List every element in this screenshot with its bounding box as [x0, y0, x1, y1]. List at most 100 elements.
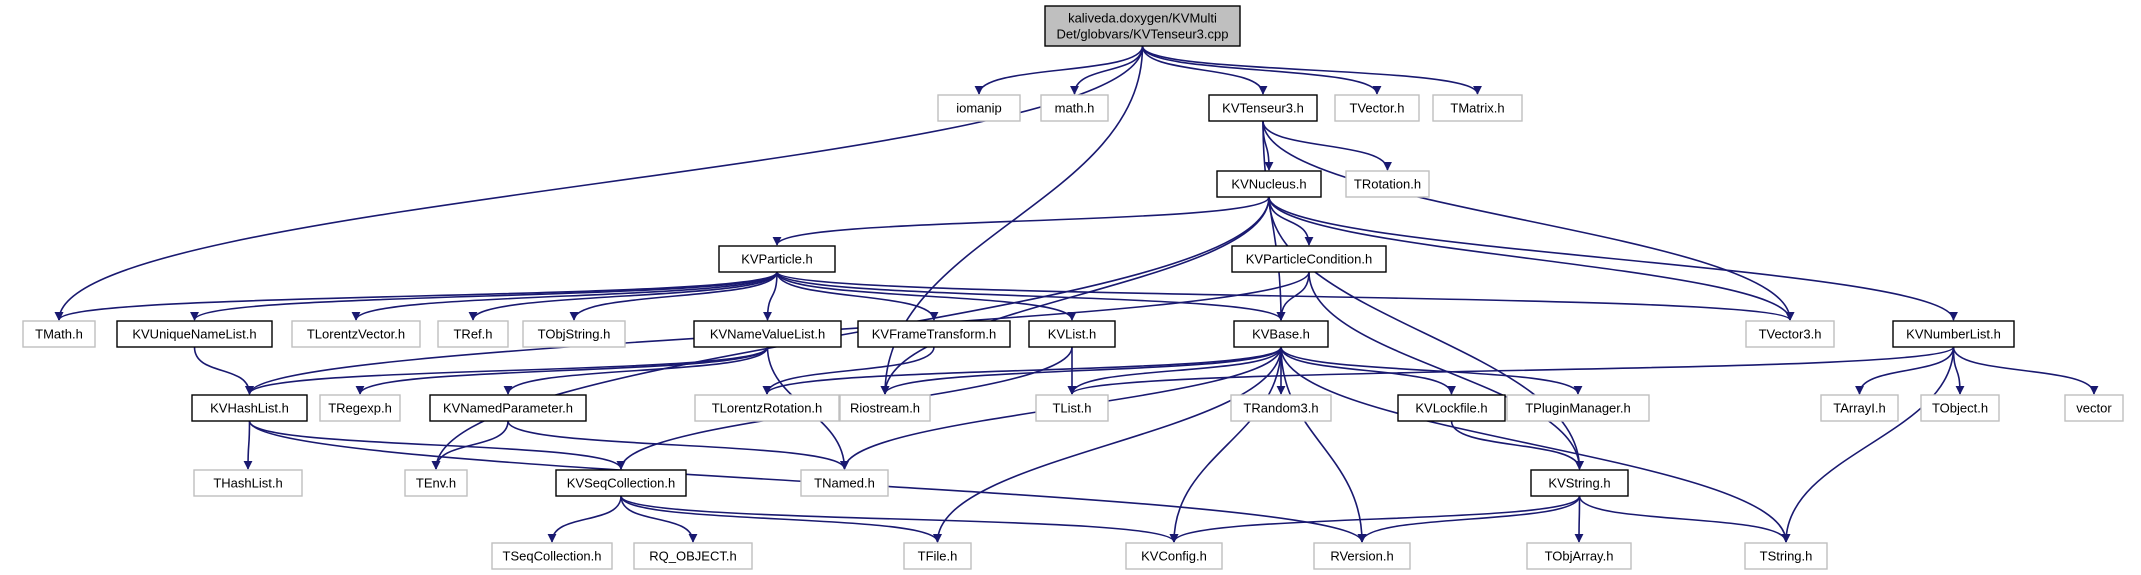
edge-kvparticlecondition-to-kvstring [1308, 271, 1584, 470]
node-trandom3[interactable]: TRandom3.h [1230, 394, 1332, 422]
node-box-rq_object [633, 542, 753, 570]
node-math[interactable]: math.h [1040, 94, 1109, 122]
edge-kvstring-to-tobjarray [1574, 495, 1584, 543]
edge-kvbase-to-kvconfig [1169, 346, 1282, 543]
edge-root-to-tvector [1141, 45, 1382, 95]
node-label: KVHashList.h [210, 401, 289, 416]
node-box-kvuniquenamelist [116, 320, 273, 348]
node-box-tref [437, 320, 509, 348]
edge-kvframetransform-to-tlorentzrotation [762, 346, 935, 395]
node-kvlist[interactable]: KVList.h [1028, 320, 1116, 348]
node-label: KVFrameTransform.h [872, 327, 997, 342]
node-label: KVConfig.h [1141, 549, 1207, 564]
edge-kvnamevaluelist-to-kvhashlist [245, 346, 769, 395]
node-box-root [1044, 5, 1241, 47]
node-root[interactable]: kaliveda.doxygen/KVMultiDet/globvars/KVT… [1044, 5, 1241, 47]
node-tvector3[interactable]: TVector3.h [1745, 320, 1835, 348]
node-kvframetransform[interactable]: KVFrameTransform.h [857, 320, 1011, 348]
node-tregexp[interactable]: TRegexp.h [319, 394, 401, 422]
node-tfile[interactable]: TFile.h [903, 542, 972, 570]
node-kvnamevaluelist[interactable]: KVNameValueList.h [693, 320, 842, 348]
node-kvbase[interactable]: KVBase.h [1233, 320, 1329, 348]
node-rversion[interactable]: RVersion.h [1313, 542, 1411, 570]
node-riostream[interactable]: Riostream.h [839, 394, 931, 422]
node-kvconfig[interactable]: KVConfig.h [1125, 542, 1223, 570]
edge-root-to-tmath [54, 45, 1144, 321]
node-tenv[interactable]: TEnv.h [404, 469, 468, 497]
node-label: TString.h [1760, 549, 1813, 564]
node-tobject[interactable]: TObject.h [1920, 394, 2000, 422]
node-box-riostream [839, 394, 931, 422]
node-kvuniquenamelist[interactable]: KVUniqueNameList.h [116, 320, 273, 348]
node-trotation[interactable]: TRotation.h [1345, 170, 1430, 198]
node-tref[interactable]: TRef.h [437, 320, 509, 348]
node-label: KVList.h [1048, 327, 1096, 342]
edge-kvstring-to-tstring [1578, 495, 1791, 543]
node-label: TNamed.h [814, 476, 875, 491]
edge-kvparticle-to-tlorentzvector [351, 271, 778, 321]
node-label: KVParticle.h [741, 252, 813, 267]
node-box-kvnumberlist [1892, 320, 2015, 348]
node-tlorentzrotation[interactable]: TLorentzRotation.h [694, 394, 840, 422]
node-kvparticle[interactable]: KVParticle.h [718, 245, 836, 273]
node-kvlockfile[interactable]: KVLockfile.h [1397, 394, 1506, 422]
node-label: TArrayI.h [1833, 401, 1886, 416]
node-kvstring[interactable]: KVString.h [1530, 469, 1629, 497]
node-kvtenseur3[interactable]: KVTenseur3.h [1208, 94, 1318, 122]
node-box-tfile [903, 542, 972, 570]
node-tseqcollection[interactable]: TSeqCollection.h [491, 542, 613, 570]
edge-kvnamevaluelist-to-kvnamedparameter [503, 346, 769, 395]
node-iomanip[interactable]: iomanip [937, 94, 1021, 122]
edge-kvuniquenamelist-to-kvhashlist [193, 346, 254, 395]
node-kvseqcollection[interactable]: KVSeqCollection.h [555, 469, 687, 497]
node-tlist[interactable]: TList.h [1035, 394, 1109, 422]
node-kvnamedparameter[interactable]: KVNamedParameter.h [429, 394, 587, 422]
node-tlorentzvector[interactable]: TLorentzVector.h [291, 320, 421, 348]
node-vector[interactable]: vector [2064, 394, 2124, 422]
node-label: KVNamedParameter.h [443, 401, 573, 416]
node-kvnucleus[interactable]: KVNucleus.h [1216, 170, 1322, 198]
edge-kvparticle-to-kvuniquenamelist [190, 271, 778, 321]
node-box-kvlist [1028, 320, 1116, 348]
node-box-trotation [1345, 170, 1430, 198]
node-label: KVString.h [1548, 476, 1610, 491]
edge-kvparticle-to-tvector3 [776, 271, 1795, 321]
edge-kvseqcollection-to-rq_object [620, 495, 698, 543]
node-tmath[interactable]: TMath.h [22, 320, 96, 348]
edge-kvnucleus-to-kvparticlecondition [1268, 196, 1314, 246]
node-tobjstring[interactable]: TObjString.h [522, 320, 626, 348]
node-box-trandom3 [1230, 394, 1332, 422]
node-tmatrix[interactable]: TMatrix.h [1432, 94, 1523, 122]
node-kvnumberlist[interactable]: KVNumberList.h [1892, 320, 2015, 348]
edge-root-to-kvtenseur3 [1141, 45, 1268, 95]
nodes-layer: kaliveda.doxygen/KVMultiDet/globvars/KVT… [22, 5, 2124, 570]
node-box-tmath [22, 320, 96, 348]
node-kvhashlist[interactable]: KVHashList.h [191, 394, 308, 422]
edge-kvparticle-to-tobjstring [569, 271, 778, 321]
node-box-kvnucleus [1216, 170, 1322, 198]
node-label: iomanip [956, 101, 1002, 116]
node-tpluginmanager[interactable]: TPluginManager.h [1506, 394, 1650, 422]
node-box-kvlockfile [1397, 394, 1506, 422]
node-rq_object[interactable]: RQ_OBJECT.h [633, 542, 753, 570]
node-label: TVector.h [1350, 101, 1405, 116]
node-tvector[interactable]: TVector.h [1334, 94, 1420, 122]
node-tobjarray[interactable]: TObjArray.h [1526, 542, 1632, 570]
node-tarrayi[interactable]: TArrayI.h [1820, 394, 1899, 422]
node-thashlist[interactable]: THashList.h [193, 469, 303, 497]
node-label: TRotation.h [1354, 177, 1421, 192]
edge-kvnamedparameter-to-tnamed [507, 420, 849, 470]
node-tstring[interactable]: TString.h [1744, 542, 1828, 570]
node-label: vector [2076, 401, 2112, 416]
edge-kvtenseur3-to-trotation [1262, 120, 1392, 171]
node-label: KVNameValueList.h [710, 327, 825, 342]
node-tnamed[interactable]: TNamed.h [800, 469, 889, 497]
node-label: TLorentzRotation.h [712, 401, 823, 416]
node-box-tlorentzvector [291, 320, 421, 348]
edge-kvbase-to-tstring [1280, 346, 1791, 543]
edge-kvnumberlist-to-tlist [1067, 346, 1955, 395]
node-box-tvector [1334, 94, 1420, 122]
node-kvparticlecondition[interactable]: KVParticleCondition.h [1231, 245, 1387, 273]
node-label: TLorentzVector.h [307, 327, 405, 342]
edge-kvparticle-to-tref [468, 271, 778, 321]
